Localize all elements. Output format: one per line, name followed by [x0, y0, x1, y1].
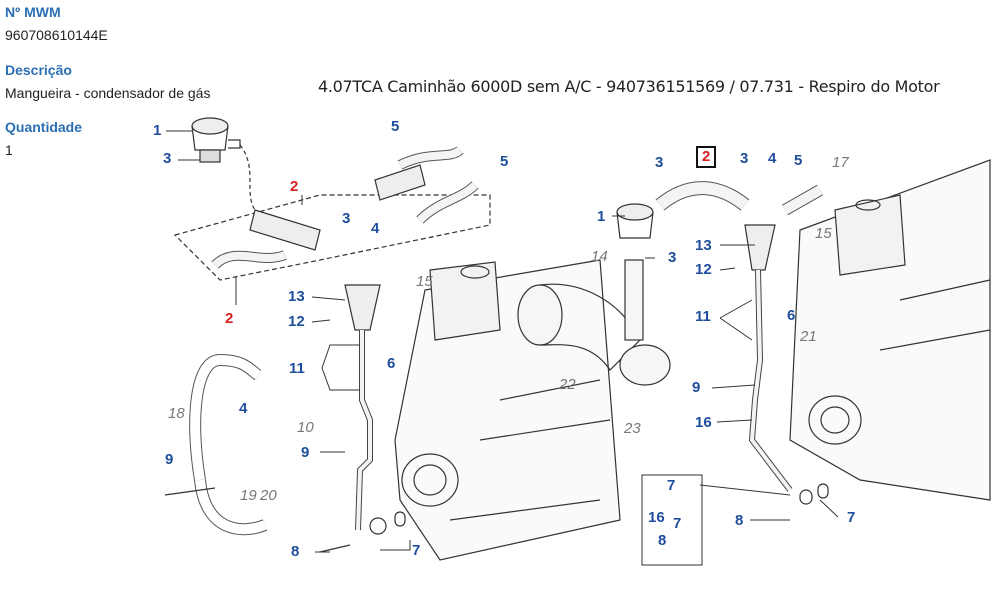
callout-5: 5: [500, 153, 509, 170]
callout-9: 9: [692, 379, 701, 396]
separator-pipe-left: [319, 284, 406, 553]
callout-2-selected: 2: [696, 146, 717, 168]
callout-5: 5: [794, 152, 803, 169]
mwm-number-label: Nº MWM: [5, 4, 61, 20]
mwm-number-value: 960708610144E: [5, 27, 108, 43]
callout-4: 4: [768, 150, 777, 167]
callout-15: 15: [815, 225, 832, 242]
callout-21: 21: [800, 328, 817, 345]
callout-20: 20: [260, 487, 277, 504]
callout-6: 6: [787, 307, 796, 324]
description-label: Descrição: [5, 62, 72, 78]
callout-11: 11: [695, 308, 711, 325]
callout-15: 15: [416, 273, 433, 290]
callout-3: 3: [342, 210, 351, 227]
leader-lines: [166, 130, 839, 553]
engine-block-left: [394, 259, 621, 561]
callout-14: 14: [591, 248, 608, 265]
description-value: Mangueira - condensador de gás: [5, 85, 211, 101]
callout-8: 8: [735, 512, 744, 529]
callout-3: 3: [655, 154, 664, 171]
engine-block-right: [789, 159, 991, 501]
callout-23: 23: [624, 420, 641, 437]
callout-18: 18: [168, 405, 185, 422]
callout-12: 12: [695, 261, 712, 278]
callout-17: 17: [832, 154, 849, 171]
callout-1: 1: [597, 208, 606, 225]
breather-assembly-right: [616, 181, 829, 566]
callout-10: 10: [297, 419, 314, 436]
quantity-value: 1: [5, 142, 13, 158]
callout-16: 16: [648, 509, 665, 526]
callout-9: 9: [165, 451, 174, 468]
callout-12: 12: [288, 313, 305, 330]
callout-7: 7: [412, 542, 421, 559]
callout-6: 6: [387, 355, 396, 372]
callout-7: 7: [847, 509, 856, 526]
callout-3: 3: [163, 150, 172, 167]
callout-8: 8: [658, 532, 667, 549]
callout-22: 22: [559, 376, 576, 393]
callout-13: 13: [695, 237, 712, 254]
callout-3: 3: [668, 249, 677, 266]
callout-5: 5: [391, 118, 400, 135]
callout-1: 1: [153, 122, 162, 139]
callout-8: 8: [291, 543, 300, 560]
quantity-label: Quantidade: [5, 119, 83, 135]
breather-valve-left: [191, 117, 261, 216]
pipe-18: [164, 353, 268, 536]
callout-19: 19: [240, 487, 257, 504]
hoses-left: [173, 145, 491, 281]
callout-4: 4: [371, 220, 380, 237]
callout-7: 7: [667, 477, 676, 494]
callout-16: 16: [695, 414, 712, 431]
callout-11: 11: [289, 360, 305, 377]
diagram-title: 4.07TCA Caminhão 6000D sem A/C - 9407361…: [318, 77, 940, 96]
callout-2-highlighted: 2: [225, 310, 234, 327]
callout-9: 9: [301, 444, 310, 461]
callout-2-highlighted: 2: [290, 178, 299, 195]
callout-7: 7: [673, 515, 682, 532]
callout-4: 4: [239, 400, 248, 417]
callout-13: 13: [288, 288, 305, 305]
callout-3: 3: [740, 150, 749, 167]
intake-hoses: [517, 259, 671, 386]
